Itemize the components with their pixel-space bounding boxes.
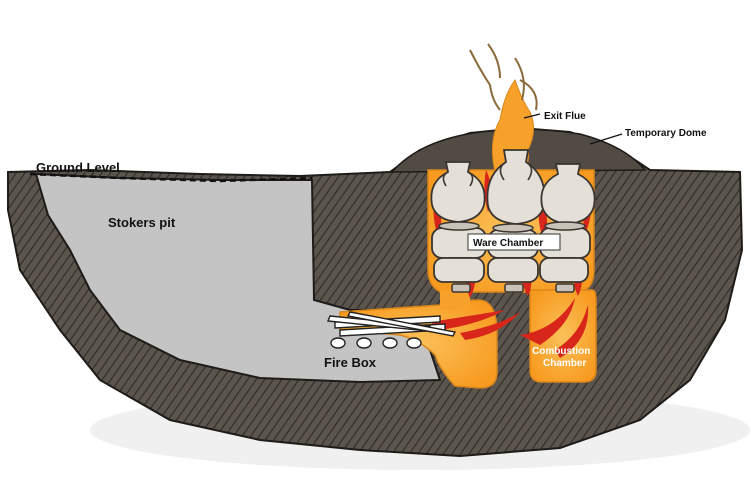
stokers-pit-label: Stokers pit — [108, 215, 176, 230]
exit-flue-flame — [491, 78, 534, 173]
firebox-flames — [430, 310, 520, 340]
bowl-rims — [438, 221, 586, 293]
pot-handles — [442, 161, 533, 187]
smoke-wisps — [469, 43, 538, 111]
combustion-chamber — [529, 289, 597, 383]
temporary-dome-label: Temporary Dome — [625, 128, 707, 139]
ground-level-label: Ground Level — [36, 160, 120, 175]
pot-icon — [430, 149, 596, 225]
log-ends — [330, 337, 422, 349]
ware-chamber-label: Ware Chamber — [473, 238, 543, 249]
leader-lines — [523, 113, 623, 145]
combustion-label-2: Chamber — [543, 358, 586, 369]
flue-passage — [440, 290, 470, 310]
combustion-label-1: Combustion — [532, 346, 590, 357]
ground-level-line — [29, 172, 313, 183]
ware-chamber-label-bg — [467, 233, 561, 251]
combustion-flames — [520, 298, 589, 358]
log-icon — [327, 311, 457, 337]
exit-flue-label: Exit Flue — [544, 111, 586, 122]
fire-box-label: Fire Box — [324, 355, 377, 370]
